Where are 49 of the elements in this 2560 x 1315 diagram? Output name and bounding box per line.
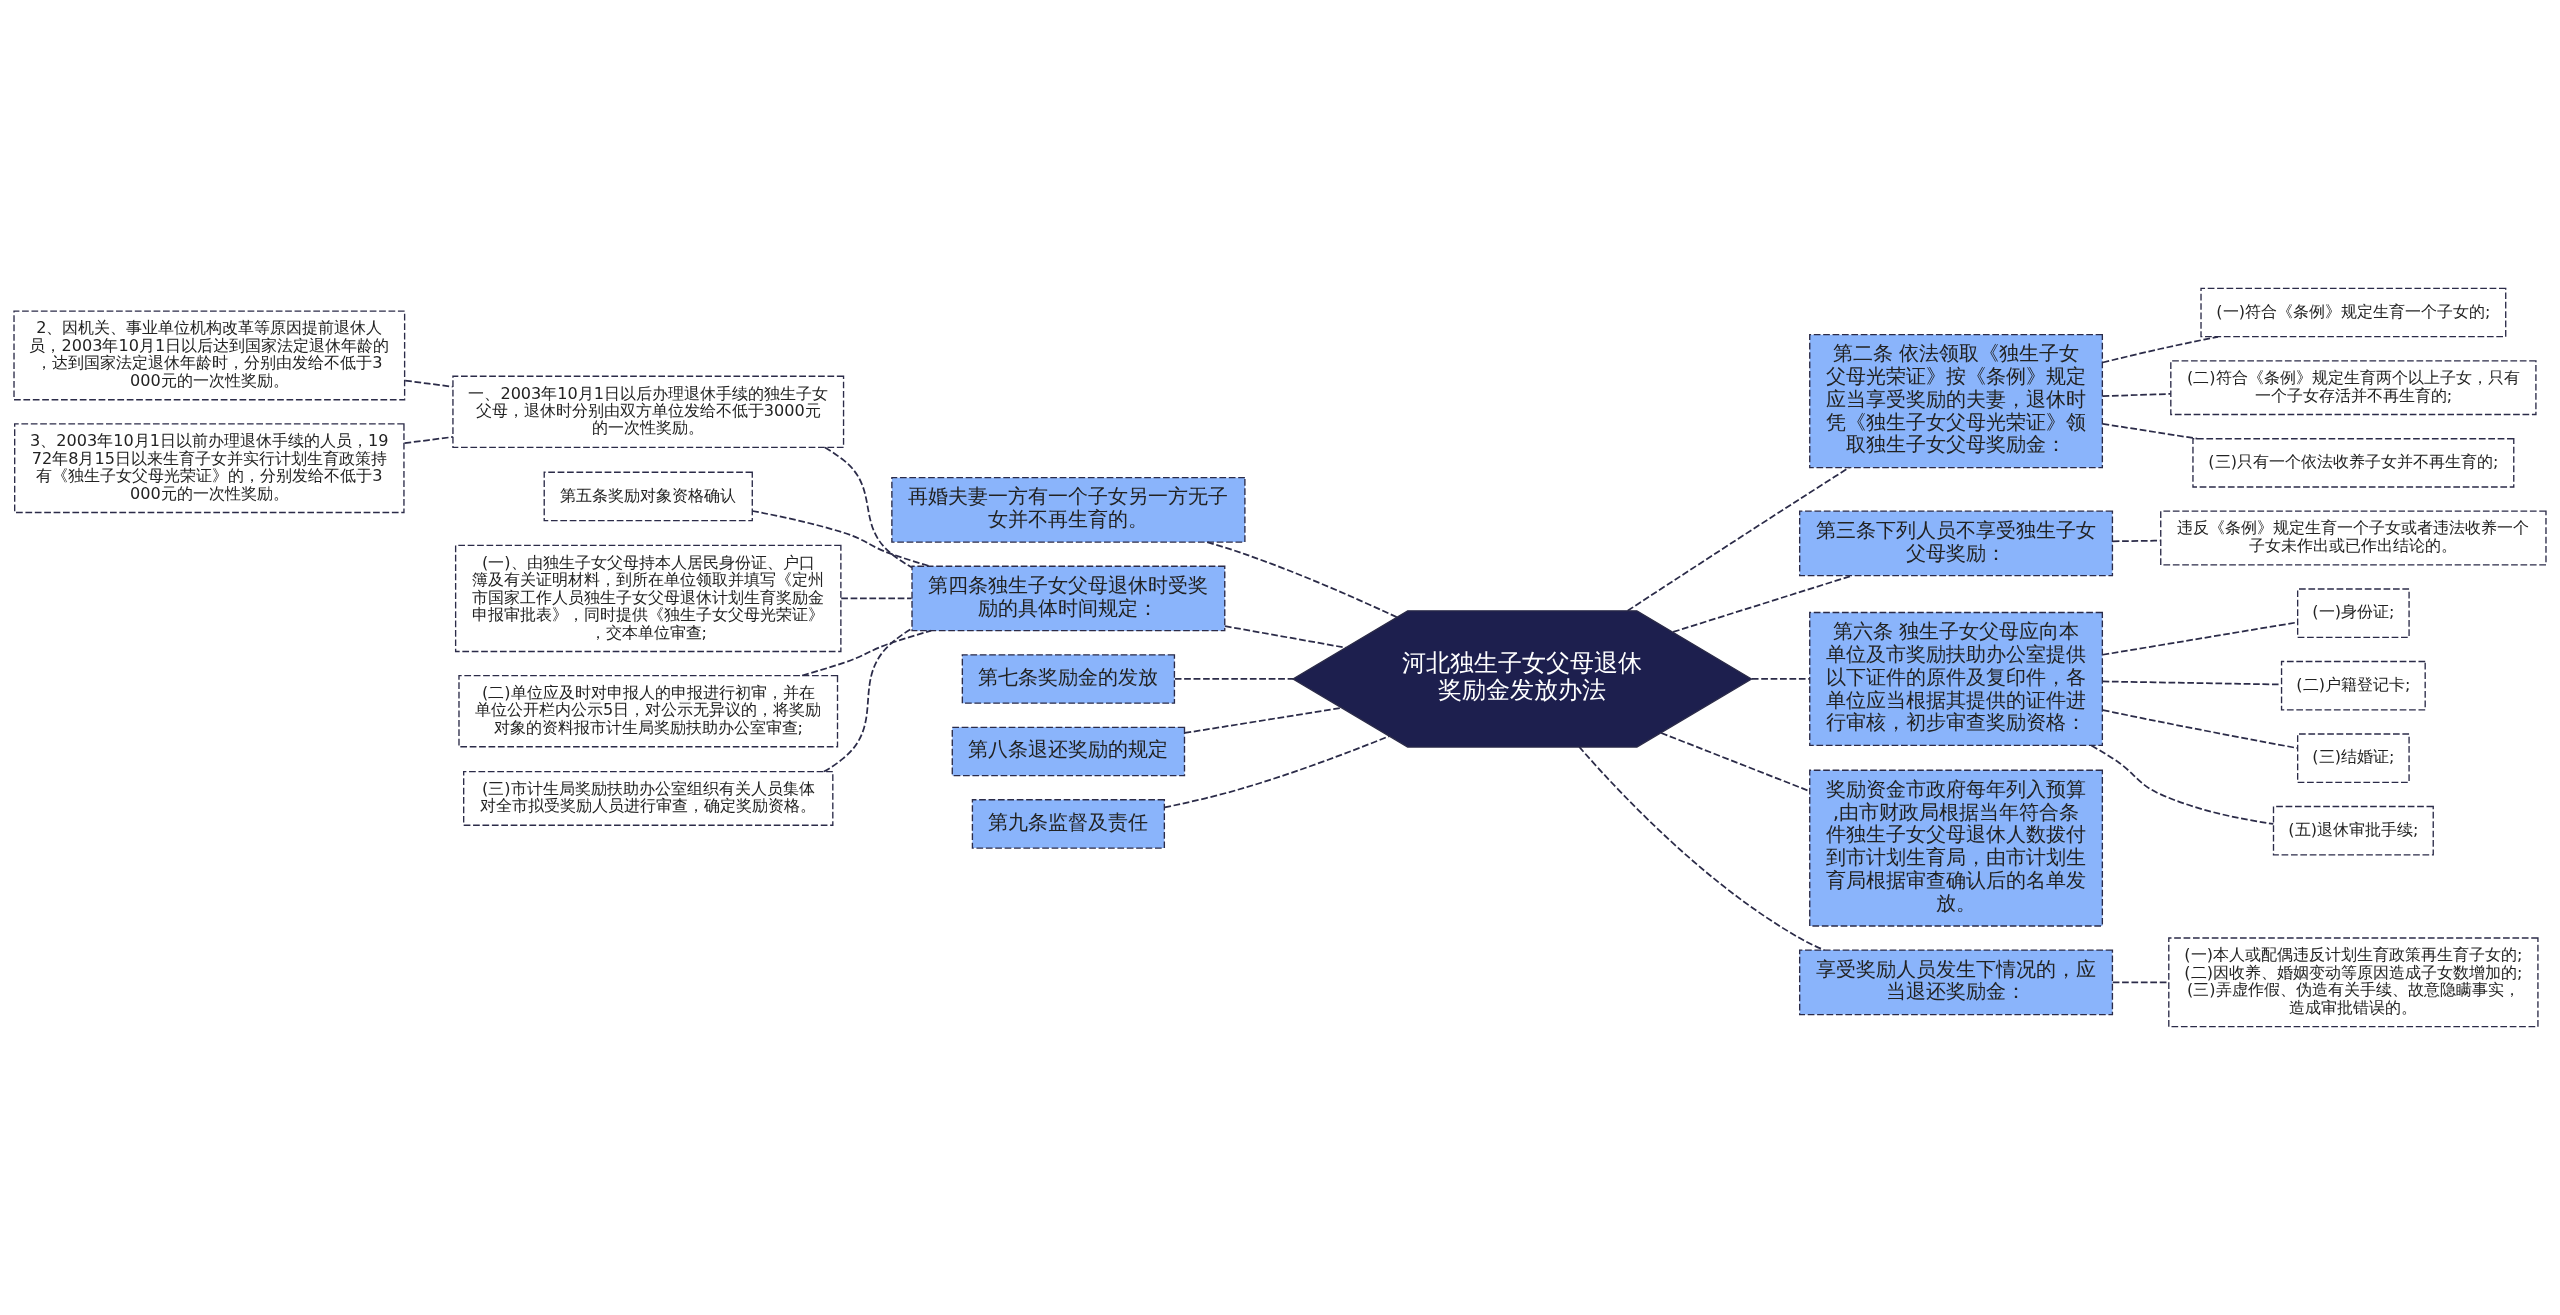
connector <box>2101 680 2282 686</box>
node-box: 再婚夫妻一方有一个子女另一方无子女并不再生育的。 <box>891 476 1246 543</box>
node-box: 第八条退还奖励的规定 <box>951 726 1186 777</box>
node-box: 第九条监督及责任 <box>971 799 1166 849</box>
node-box: (一)符合《条例》规定生育一个子女的; <box>2200 287 2507 338</box>
node-box: (二)单位应及时对申报人的申报进行初审，并在单位公开栏内公示5日，对公示无异议的，将奖励对象的资料报市计生局奖励扶助办公室审查; <box>458 674 839 748</box>
node-box: 享受奖励人员发生下情况的，应当退还奖励金： <box>1799 949 2114 1016</box>
connector <box>1206 541 1398 619</box>
node-box: (五)退休审批手续; <box>2272 805 2434 856</box>
connector <box>1578 746 1826 951</box>
node-box: 一、2003年10月1日以后办理退休手续的独生子女父母，退休时分别由双方单位发给不低于3000元的一次性奖励。 <box>452 375 845 449</box>
node-box: 第五条奖励对象资格确认 <box>543 471 753 522</box>
node-box: 3、2003年10月1日以前办理退休手续的人员，1972年8月15日以来生育子女并实行计划生育政策持有《独生子女父母光荣证》的，分别发给不低于3000元的一次性奖励。 <box>14 423 405 514</box>
connector <box>2101 423 2198 440</box>
connector <box>840 597 913 600</box>
connector <box>1626 466 1850 612</box>
node-box: 第二条 依法领取《独生子女父母光荣证》按《条例》规定应当享受奖励的夫妻，退休时凭《独生子女父母光荣证》领取独生子女父母奖励金： <box>1809 334 2104 469</box>
connector <box>1750 678 1811 680</box>
node-box: 第四条独生子女父母退休时受奖励的具体时间规定： <box>911 565 1226 632</box>
node-box: (二)户籍登记卡; <box>2280 660 2426 711</box>
connector <box>2101 709 2299 750</box>
connector <box>1163 735 1391 809</box>
connector <box>824 446 913 569</box>
node-box: 第三条下列人员不享受独生子女父母奖励： <box>1799 510 2114 577</box>
connector <box>801 629 932 677</box>
node-box: (三)结婚证; <box>2297 733 2410 783</box>
connector <box>1183 707 1343 734</box>
node-box: 第七条奖励金的发放 <box>961 654 1176 704</box>
node-box: 违反《条例》规定生育一个子女或者违法收养一个子女未作出或已作出结论的。 <box>2160 510 2547 566</box>
connector <box>2101 335 2219 364</box>
connector <box>823 627 913 773</box>
connector <box>1660 732 1811 792</box>
node-box: 第六条 独生子女父母应向本单位及市奖励扶助办公室提供以下证件的原件及复印件，各单位应当根据其提供的证件进行审核，初步审查奖励资格： <box>1809 611 2104 747</box>
node-box: (二)符合《条例》规定生育两个以上子女，只有一个子女存活并不再生育的; <box>2170 360 2537 416</box>
node-box: (一)本人或配偶违反计划生育政策再生育子女的;(二)因收养、婚姻变动等原因造成子女数增加的;(三)弄虚作假、伪造有关手续、故意隐瞒事实，造成审批错误的。 <box>2168 937 2539 1028</box>
node-box: (一)身份证; <box>2297 588 2410 639</box>
connector <box>2090 744 2275 825</box>
connector <box>751 510 931 568</box>
connector <box>404 379 454 388</box>
connector <box>1224 625 1347 649</box>
node-box: 2、因机关、事业单位机构改革等原因提前退休人员，2003年10月1日以后达到国家法定退休年龄的，达到国家法定退休年龄时，分别由发给不低于3000元的一次性奖励。 <box>13 310 406 401</box>
node-box: (一)、由独生子女父母持本人居民身份证、户口簿及有关证明材料，到所在单位领取并填写《定州市国家工作人员独生子女父母退休计划生育奖励金申报审批表》，同时提供《独生子女父母光荣证》，交本单位审查; <box>454 544 842 653</box>
connector <box>2101 393 2172 398</box>
connector <box>1174 678 1294 680</box>
node-box: (三)市计生局奖励扶助办公室组织有关人员集体对全市拟受奖励人员进行审查，确定奖励资格。 <box>463 770 834 826</box>
node-box: 奖励资金市政府每年列入预算,由市财政局根据当年符合条件独生子女父母退休人数拨付到市计划生育局，由市计划生育局根据审查确认后的名单发放。 <box>1809 769 2104 927</box>
connector <box>403 436 454 445</box>
node-box: (三)只有一个依法收养子女并不再生育的; <box>2192 438 2515 488</box>
connector <box>2111 539 2162 543</box>
